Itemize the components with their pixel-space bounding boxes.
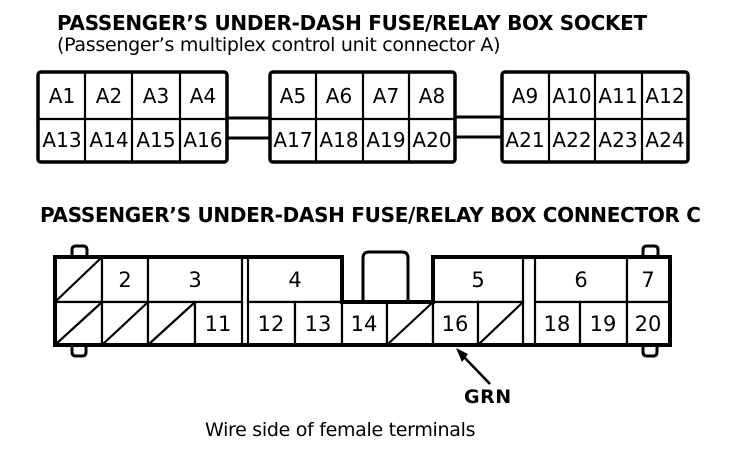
connector-cell-label: 12 [258, 312, 285, 336]
socket-cell-label: A15 [136, 128, 175, 152]
connector-c-title: PASSENGER’S UNDER-DASH FUSE/RELAY BOX CO… [40, 203, 701, 227]
connector-cell-label: 13 [305, 312, 332, 336]
connector-cell-label: 18 [544, 312, 571, 336]
connector-cell-label: 6 [574, 268, 587, 292]
connector-cell-14 [340, 300, 389, 347]
grn-arrow [456, 348, 491, 385]
connector-cell-16 [431, 300, 480, 347]
socket-cell-label: A2 [96, 84, 122, 108]
socket-cell-label: A24 [645, 128, 684, 152]
connector-cell-label: 16 [442, 312, 469, 336]
connector-cell-label: 2 [118, 268, 131, 292]
slash-icon [55, 257, 102, 302]
connector-cell-label: 4 [288, 268, 301, 292]
socket-cell-label: A16 [183, 128, 222, 152]
socket-cell-label: A13 [42, 128, 81, 152]
socket-cell-label: A4 [190, 84, 216, 108]
socket-cell-label: A22 [552, 128, 591, 152]
connector-bottom-row [53, 300, 672, 347]
slash-icon [387, 302, 433, 345]
socket-cell-label: A23 [598, 128, 637, 152]
socket-cell-label: A21 [505, 128, 544, 152]
socket-cell-label: A20 [412, 128, 451, 152]
connector-cell-11 [193, 300, 244, 347]
wire-color-label: GRN [464, 386, 512, 408]
socket-cell-label: A6 [326, 84, 352, 108]
socket-cell-label: A12 [645, 84, 684, 108]
connector-pin-labels: 2 3 4 5 6 7 11 12 13 14 16 18 19 20 [118, 268, 661, 336]
socket-subtitle: (Passenger’s multiplex control unit conn… [57, 34, 501, 56]
socket-cell-label: A19 [366, 128, 405, 152]
socket-cell-label: A18 [319, 128, 358, 152]
socket-cell-label: A3 [143, 84, 169, 108]
connector-cell-label: 7 [641, 268, 654, 292]
wire-side-caption: Wire side of female terminals [205, 419, 476, 441]
socket-block-1 [36, 70, 229, 164]
socket-bridge-right [452, 115, 505, 139]
socket-cell-label: A14 [89, 128, 128, 152]
connector-cell-12 [246, 300, 297, 347]
slash-icon [148, 302, 195, 345]
slash-icon [102, 302, 148, 345]
socket-block-3 [500, 70, 690, 164]
socket-cell-label: A7 [373, 84, 399, 108]
connector-cell-label: 3 [188, 268, 201, 292]
blocked-cell-slashes [55, 257, 523, 345]
socket-cell-label: A11 [598, 84, 637, 108]
connector-cell-4 [246, 255, 344, 304]
socket-cell-label: A8 [419, 84, 445, 108]
slash-icon [478, 302, 523, 345]
connector-cell-label: 14 [351, 312, 378, 336]
connector-cell-label: 5 [471, 268, 484, 292]
connector-cell-label: 19 [590, 312, 617, 336]
connector-cell-label: 11 [205, 312, 232, 336]
socket-bridge-left [224, 116, 273, 140]
socket-cell-label: A5 [280, 84, 306, 108]
slash-icon [55, 302, 102, 345]
connector-cell-label: 20 [635, 312, 662, 336]
socket-pin-labels: A1 A2 A3 A4 A13 A14 A15 A16 A5 A6 A7 A8 … [42, 84, 684, 152]
socket-cell-label: A10 [552, 84, 591, 108]
connector-cell-19 [578, 300, 629, 347]
socket-cell-label: A9 [512, 84, 538, 108]
keyway-tab [361, 250, 410, 303]
socket-block-2 [268, 70, 457, 164]
connector-outline [53, 255, 672, 347]
socket-cell-label: A1 [49, 84, 75, 108]
socket-title: PASSENGER’S UNDER-DASH FUSE/RELAY BOX SO… [57, 11, 647, 35]
socket-cell-label: A17 [273, 128, 312, 152]
connector-cell-6 [533, 255, 629, 304]
connector-c-diagram: 2 3 4 5 6 7 11 12 13 14 16 18 19 20 [53, 244, 672, 385]
socket-diagram: A1 A2 A3 A4 A13 A14 A15 A16 A5 A6 A7 A8 … [36, 70, 690, 164]
